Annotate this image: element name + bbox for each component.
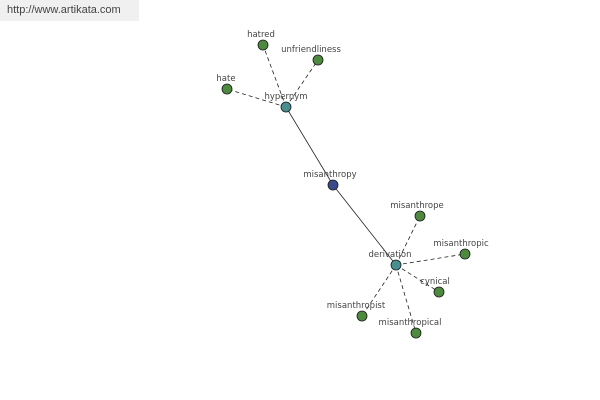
- edge-derivation-misanthropist: [361, 264, 397, 317]
- node-misanthropist[interactable]: [356, 310, 368, 322]
- node-label-hatred[interactable]: hatred: [247, 30, 275, 40]
- node-label-derivation[interactable]: derivation: [368, 250, 411, 260]
- node-label-cynical[interactable]: cynical: [420, 277, 450, 287]
- node-label-misanthrope[interactable]: misanthrope: [390, 201, 444, 211]
- node-derivation[interactable]: [390, 259, 402, 271]
- edge-derivation-cynical: [395, 264, 440, 293]
- node-label-misanthropist[interactable]: misanthropist: [327, 301, 386, 311]
- node-label-hypernym[interactable]: hypernym: [264, 92, 307, 102]
- edge-hypernym-hate: [226, 88, 287, 108]
- node-label-unfriendliness[interactable]: unfriendliness: [281, 45, 341, 55]
- node-misanthropic[interactable]: [459, 248, 471, 260]
- nodes-layer: [221, 39, 471, 339]
- node-unfriendliness[interactable]: [312, 54, 324, 66]
- node-label-misanthropy[interactable]: misanthropy: [303, 170, 356, 180]
- watermark-url: http://www.artikata.com: [0, 0, 139, 21]
- node-label-misanthropical[interactable]: misanthropical: [379, 318, 442, 328]
- edge-derivation-misanthropical: [395, 264, 417, 334]
- edge-misanthropy-derivation: [332, 184, 397, 266]
- edge-derivation-misanthropic: [395, 253, 466, 266]
- node-cynical[interactable]: [433, 286, 445, 298]
- node-hypernym[interactable]: [280, 101, 292, 113]
- node-label-misanthropic[interactable]: misanthropic: [433, 239, 489, 249]
- labels-layer: hatred unfriendliness hate misanthrope misan…: [216, 30, 489, 328]
- edge-hypernym-unfriendliness: [285, 59, 319, 108]
- node-hatred[interactable]: [257, 39, 269, 51]
- node-hate[interactable]: [221, 83, 233, 95]
- node-label-hate[interactable]: hate: [216, 74, 235, 84]
- edge-derivation-misanthrope: [395, 215, 421, 266]
- node-misanthrope[interactable]: [414, 210, 426, 222]
- node-misanthropical[interactable]: [410, 327, 422, 339]
- edges-layer: [226, 44, 466, 334]
- edge-misanthropy-hypernym: [285, 106, 334, 186]
- node-misanthropy[interactable]: [327, 179, 339, 191]
